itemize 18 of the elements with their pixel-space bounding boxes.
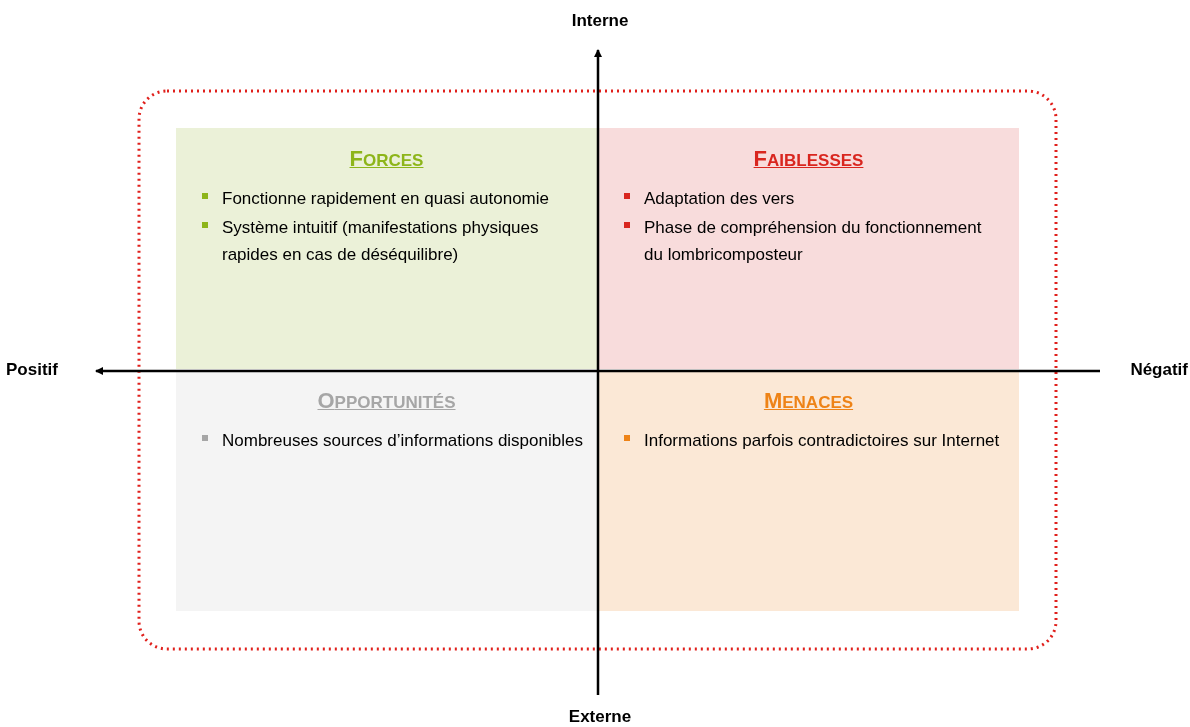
bullet-text: Adaptation des vers — [644, 188, 795, 210]
quadrant-heading: MENACES — [763, 387, 854, 415]
quadrant-panel — [176, 370, 597, 611]
axis-label: Externe — [567, 706, 633, 727]
bullet-text: Informations parfois contradictoires sur Internet — [644, 430, 1000, 452]
bullet-text: Phase de compréhension du fonctionnement du lombricomposteur — [644, 217, 983, 266]
axis-label: Positif — [6, 359, 59, 381]
quadrant-panel — [598, 370, 1019, 611]
quadrant-panel — [598, 128, 1019, 369]
bullet-text: Système intuitif (manifestations physiques rapides en cas de déséquilibre) — [222, 217, 540, 266]
quadrant-heading: FAIBLESSES — [753, 145, 864, 173]
bullet-text: Fonctionne rapidement en quasi autonomie — [222, 188, 549, 210]
axis-label: Interne — [570, 10, 630, 32]
bullet-text: Nombreuses sources d’informations disponibles — [222, 430, 583, 452]
quadrant-heading: OPPORTUNITÉS — [317, 387, 456, 415]
quadrant-panel — [176, 128, 597, 369]
axis-label: Négatif — [1129, 359, 1188, 381]
quadrant-heading: FORCES — [349, 145, 424, 173]
